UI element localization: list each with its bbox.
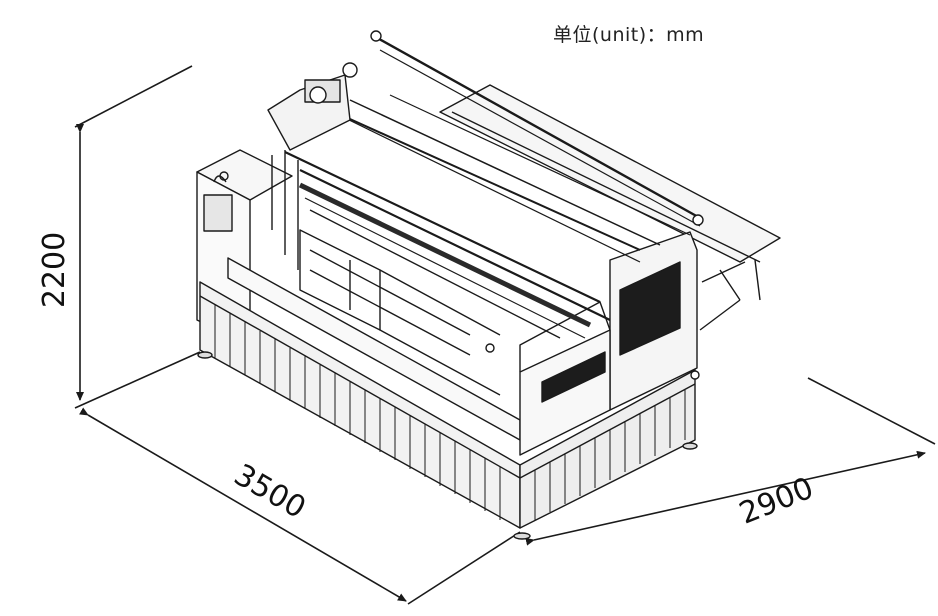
base-right-face — [519, 369, 696, 529]
width-dimension: 2900 — [734, 471, 818, 532]
upper-frame — [267, 30, 704, 396]
width-extension-top — [807, 377, 936, 445]
unit-label: 单位(unit)：mm — [553, 24, 705, 46]
base-front-face — [199, 257, 521, 529]
machine-feet — [197, 351, 698, 540]
height-dimension: 2200 — [37, 232, 72, 308]
vent-grille-large — [619, 261, 681, 356]
length-extension-bottom — [407, 531, 521, 605]
dimension-lines — [74, 65, 936, 605]
length-dimension: 3500 — [228, 458, 312, 526]
length-arrow — [79, 407, 407, 602]
height-extension-bottom — [74, 351, 201, 409]
vent-grille-small — [541, 351, 606, 403]
height-extension-top — [74, 65, 193, 128]
machine — [196, 30, 781, 540]
width-arrow — [525, 450, 926, 546]
